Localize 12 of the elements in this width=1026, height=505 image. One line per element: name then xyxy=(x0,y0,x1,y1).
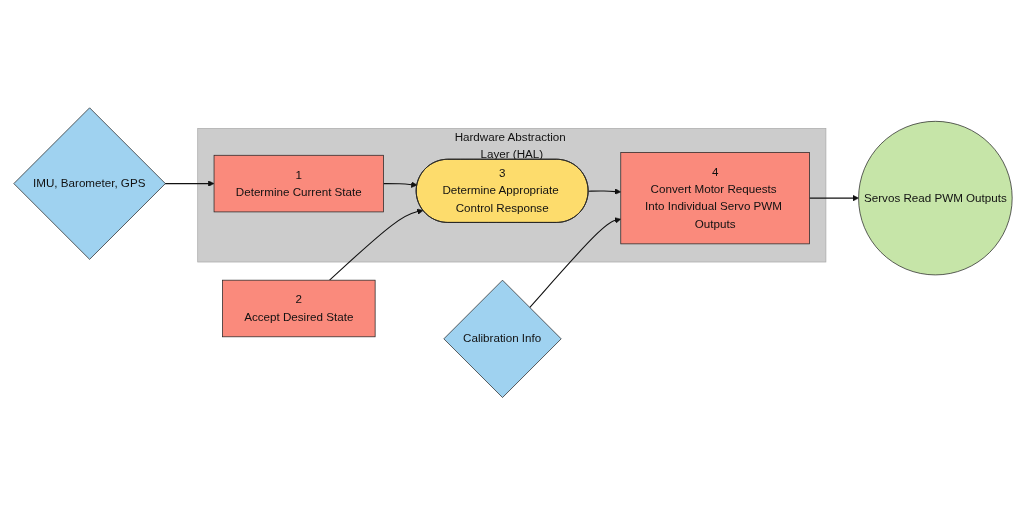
arrow xyxy=(809,194,859,202)
arrow xyxy=(164,180,215,187)
arrow xyxy=(329,208,424,281)
arrow xyxy=(529,217,622,309)
arrow xyxy=(587,188,622,195)
arrow xyxy=(383,181,418,188)
node-box: 1 Determine Current State xyxy=(213,154,384,213)
node-box: 4 Convert Motor Requests Into Individual Servo PWM Outputs xyxy=(620,151,810,245)
node-box: 2 Accept Desired State xyxy=(222,279,376,337)
node-circle: Servos Read PWM Outputs xyxy=(858,120,1013,276)
node-diamond: IMU, Barometer, GPS xyxy=(13,107,166,260)
node-diamond: Calibration Info xyxy=(443,279,562,398)
